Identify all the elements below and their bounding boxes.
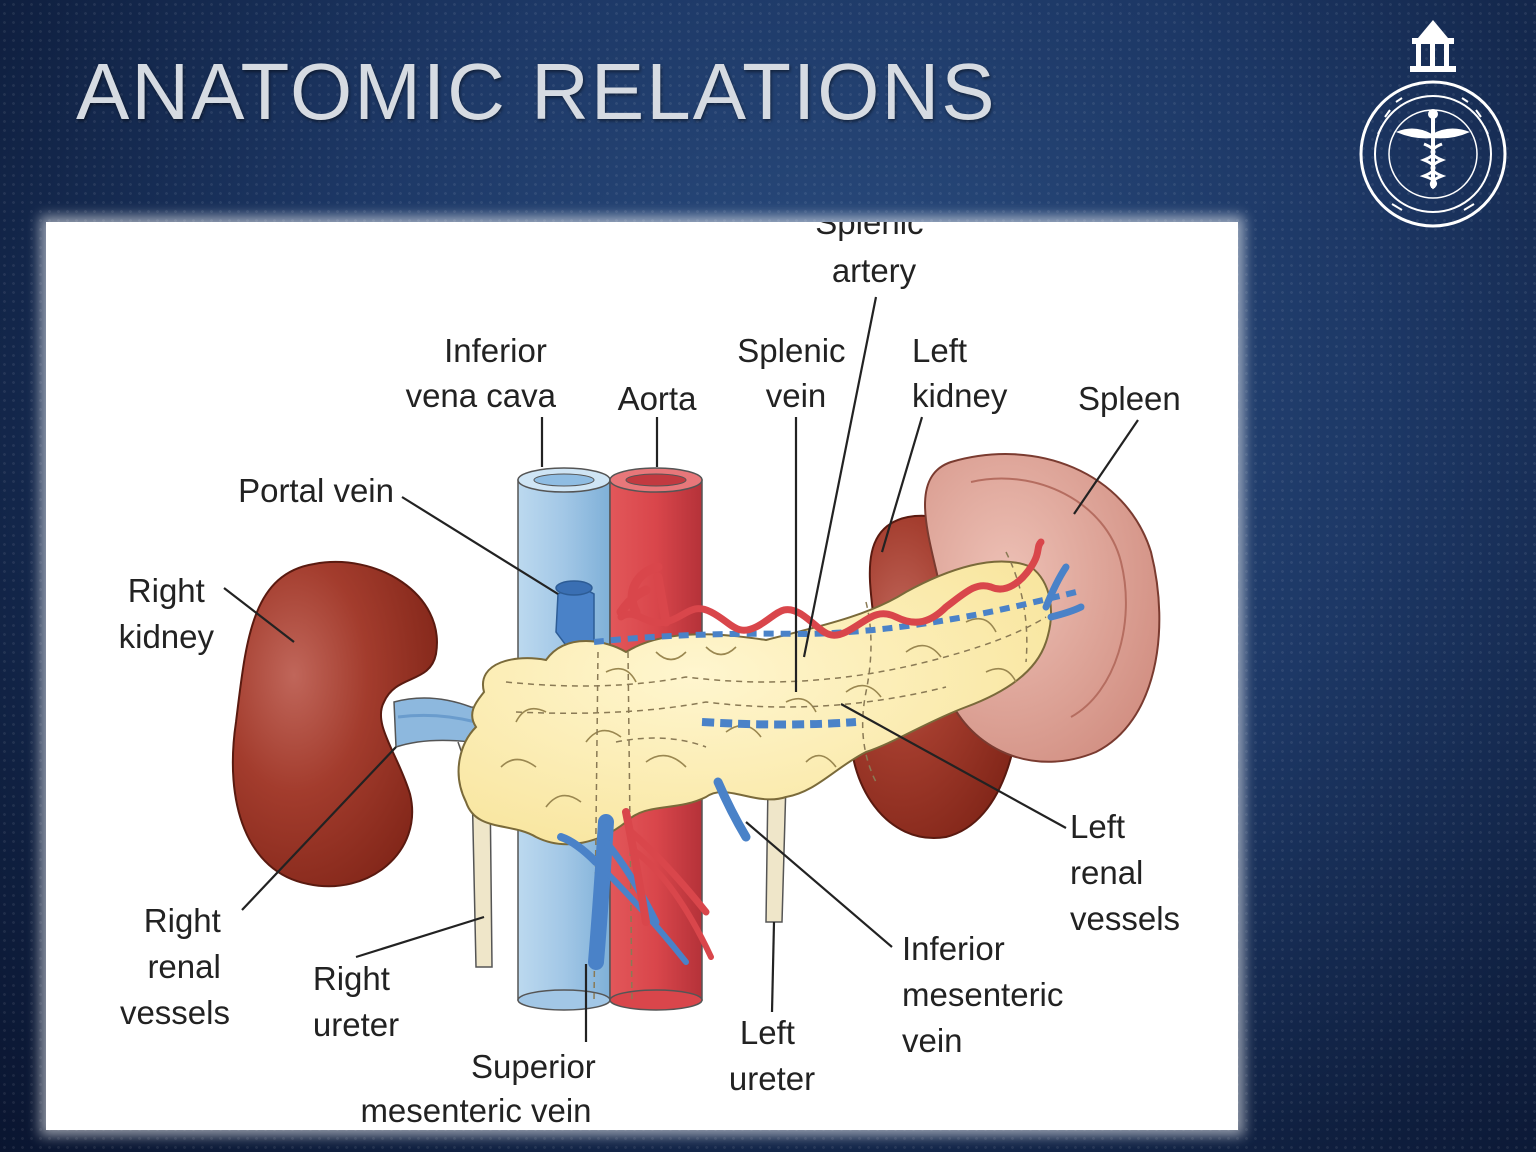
anatomy-figure: Splenic artery Inferior vena cava Aorta … bbox=[46, 222, 1238, 1130]
label-superior-mesenteric-vein: Superior mesenteric vein bbox=[360, 1048, 605, 1129]
left-renal-vessels bbox=[701, 718, 857, 729]
right-kidney bbox=[231, 560, 438, 888]
label-splenic-vein: Splenic vein bbox=[737, 332, 854, 414]
label-spleen: Spleen bbox=[1078, 380, 1181, 417]
label-inferior-mesenteric-vein: Inferior mesenteric vein bbox=[902, 930, 1073, 1059]
splenic-vein bbox=[593, 589, 1077, 645]
label-right-renal-vessels: Right renal vessels bbox=[120, 902, 230, 1031]
label-splenic-artery: Splenic artery bbox=[815, 222, 932, 289]
institution-seal-icon bbox=[1359, 20, 1507, 228]
label-left-kidney: Left kidney bbox=[912, 332, 1008, 414]
leader-lines bbox=[223, 296, 1139, 1042]
label-inferior-vena-cava: Inferior vena cava bbox=[406, 332, 557, 414]
label-left-renal-vessels: Left renal vessels bbox=[1070, 808, 1180, 937]
left-ureter bbox=[765, 781, 787, 923]
label-left-ureter: Left ureter bbox=[729, 1014, 815, 1097]
pancreas-lobules bbox=[500, 617, 1017, 808]
label-right-ureter: Right ureter bbox=[313, 960, 399, 1043]
superior-mesenteric-artery bbox=[622, 808, 714, 960]
slide-title: ANATOMIC RELATIONS bbox=[76, 47, 997, 136]
inferior-mesenteric-vein bbox=[713, 777, 751, 842]
label-right-kidney: Right kidney bbox=[119, 572, 215, 655]
superior-mesenteric-vein bbox=[557, 814, 689, 970]
splenic-artery bbox=[617, 538, 1045, 639]
label-aorta: Aorta bbox=[618, 380, 698, 417]
label-portal-vein: Portal vein bbox=[238, 472, 394, 509]
